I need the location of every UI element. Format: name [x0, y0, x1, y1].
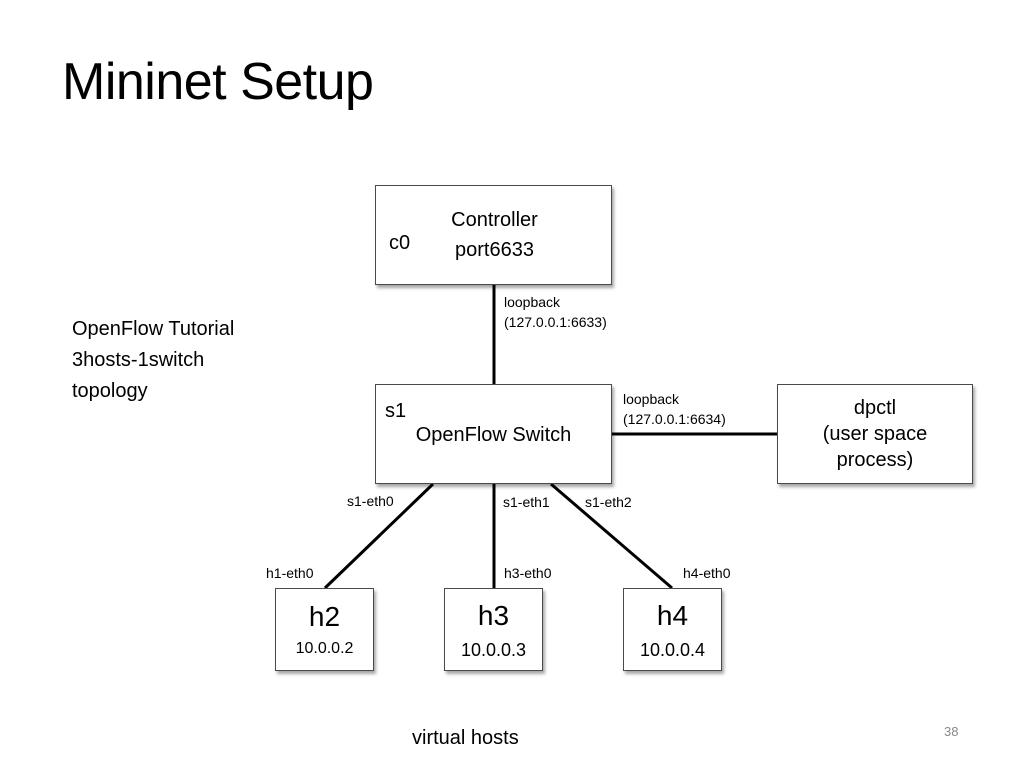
switch-port-label: s1-eth1	[503, 494, 550, 510]
page-number: 38	[944, 724, 959, 739]
link-label-line: loopback	[623, 391, 680, 407]
topology-note-line: 3hosts-1switch	[72, 349, 205, 371]
host-interface-label: h3-eth0	[504, 565, 552, 581]
host-name: h3	[477, 600, 510, 631]
host-name: h2	[308, 601, 341, 632]
host-ip: 10.0.0.3	[460, 640, 527, 660]
controller-port: port6633	[455, 239, 534, 261]
host-name: h4	[656, 600, 689, 631]
host-node-h3: h3 10.0.0.3	[444, 588, 543, 671]
dpctl-node: dpctl (user space process)	[777, 384, 973, 484]
controller-name: Controller	[451, 209, 538, 231]
host-ip: 10.0.0.2	[295, 640, 354, 657]
link-label-switch-dpctl: loopback (127.0.0.1:6634)	[623, 389, 726, 429]
link-label-line: loopback	[504, 294, 561, 310]
host-interface-label: h1-eth0	[266, 565, 314, 581]
host-node-h4: h4 10.0.0.4	[623, 588, 722, 671]
switch-name: OpenFlow Switch	[415, 424, 572, 446]
dpctl-line: process)	[836, 449, 914, 471]
footer-caption: virtual hosts	[412, 727, 519, 749]
dpctl-line: dpctl	[853, 397, 897, 419]
dpctl-line: (user space	[822, 423, 928, 445]
switch-port-label: s1-eth0	[347, 493, 394, 509]
topology-note-line: topology	[72, 380, 148, 402]
switch-node: s1 OpenFlow Switch	[375, 384, 612, 484]
link-label-line: (127.0.0.1:6633)	[504, 314, 607, 330]
host-interface-label: h4-eth0	[683, 565, 731, 581]
switch-id: s1	[385, 400, 407, 422]
link-label-controller-switch: loopback (127.0.0.1:6633)	[504, 292, 607, 332]
host-node-h2: h2 10.0.0.2	[275, 588, 374, 671]
controller-id: c0	[389, 232, 411, 254]
switch-port-label: s1-eth2	[585, 494, 632, 510]
dpctl-label: dpctl (user space process)	[778, 395, 972, 473]
topology-note: OpenFlow Tutorial 3hosts-1switch topolog…	[72, 314, 234, 407]
host-ip: 10.0.0.4	[639, 640, 706, 660]
link-label-line: (127.0.0.1:6634)	[623, 411, 726, 427]
link-switch-h2	[323, 482, 435, 590]
controller-node: c0 Controller port6633	[375, 185, 612, 285]
topology-note-line: OpenFlow Tutorial	[72, 318, 235, 340]
slide-title: Mininet Setup	[62, 53, 374, 111]
link-switch-h4	[550, 482, 673, 590]
